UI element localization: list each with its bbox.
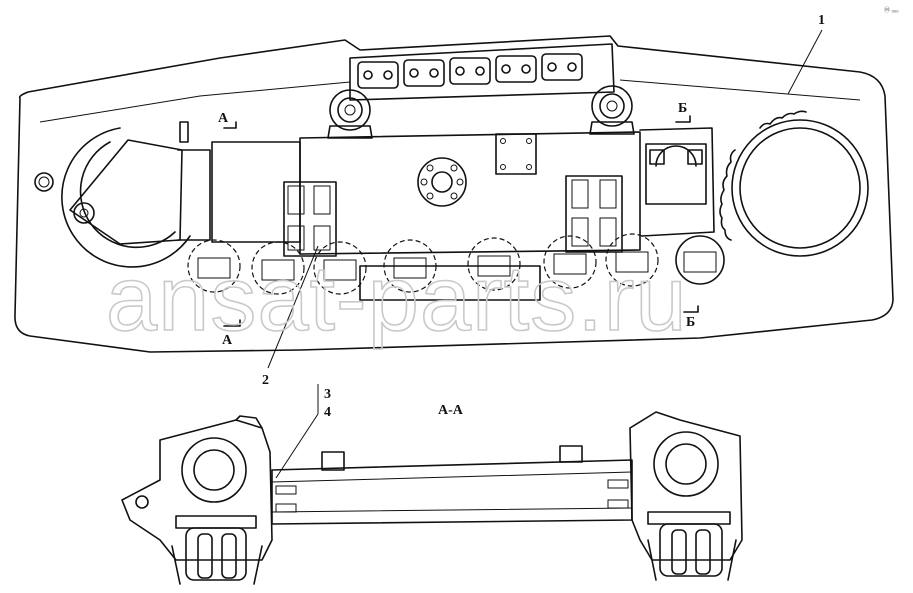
section-b-bottom-marker: [683, 305, 699, 313]
label-section-b-bottom: Б: [686, 315, 695, 330]
left-track-shoe: [171, 527, 263, 585]
track-frame: [177, 121, 715, 257]
label-part-1: 1: [818, 13, 825, 28]
label-part-2: 2: [262, 373, 269, 388]
label-section-b-top: Б: [678, 101, 687, 116]
leader-3-4: [275, 384, 319, 479]
section-a-bottom-marker: [223, 319, 241, 327]
idler-wheel: [34, 127, 191, 268]
track-outline: [14, 35, 894, 353]
section-b-top-marker: [675, 115, 691, 123]
side-view: [14, 29, 894, 369]
label-section-a-top: А: [218, 111, 229, 126]
label-section-a-bottom: А: [222, 333, 233, 348]
label-section-title: А-А: [438, 403, 464, 418]
right-housing: [629, 411, 743, 561]
left-housing: [121, 419, 273, 561]
carrier-roller-left: [327, 89, 373, 139]
track-inner-edge: [39, 79, 861, 123]
corner-mark: Ⓜ ₒₒₒ: [884, 6, 899, 14]
axle-beam: [271, 445, 633, 525]
top-track-links: [349, 43, 615, 101]
carrier-roller-right: [589, 85, 635, 135]
leader-1: [787, 29, 823, 95]
watermark-text: ansat-parts.ru: [106, 248, 688, 350]
right-track-shoe: [647, 523, 737, 581]
track-rollers: [187, 233, 725, 301]
label-part-4: 4: [324, 405, 331, 420]
section-view-a-a: [121, 384, 743, 585]
section-a-top-marker: [223, 121, 237, 129]
leader-2: [267, 245, 319, 369]
drive-sprocket: [719, 110, 869, 257]
label-part-3: 3: [324, 387, 331, 402]
